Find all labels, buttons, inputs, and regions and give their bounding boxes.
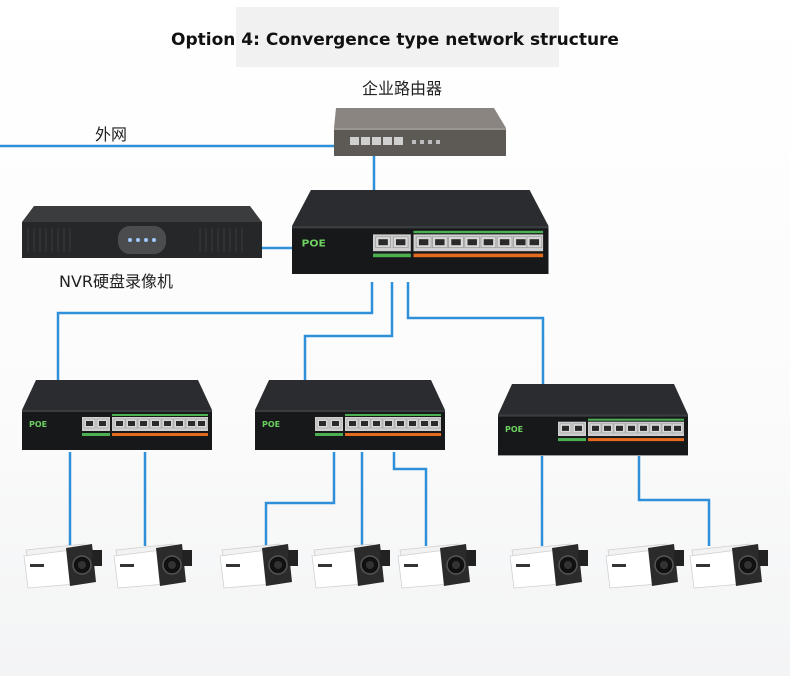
router-label: 企业路由器	[362, 79, 443, 98]
camera-3	[219, 543, 299, 589]
camera-4	[311, 543, 391, 589]
internet-label: 外网	[95, 125, 128, 144]
camera-5	[397, 543, 477, 589]
core-poe-switch	[292, 190, 549, 274]
camera-8	[689, 543, 769, 589]
camera-1	[23, 543, 103, 589]
camera-2	[113, 543, 193, 589]
cameras	[23, 543, 769, 589]
nvr-label: NVR硬盘录像机	[59, 272, 174, 291]
camera-6	[509, 543, 589, 589]
diagram-title: Option 4: Convergence type network struc…	[171, 30, 619, 50]
access-switch-1	[22, 380, 212, 450]
access-switch-2	[255, 380, 445, 450]
enterprise-router	[334, 108, 506, 156]
network-cables	[0, 144, 711, 546]
title-background	[236, 7, 559, 67]
camera-7	[605, 543, 685, 589]
nvr-recorder	[22, 206, 262, 258]
access-switch-3	[498, 384, 688, 455]
